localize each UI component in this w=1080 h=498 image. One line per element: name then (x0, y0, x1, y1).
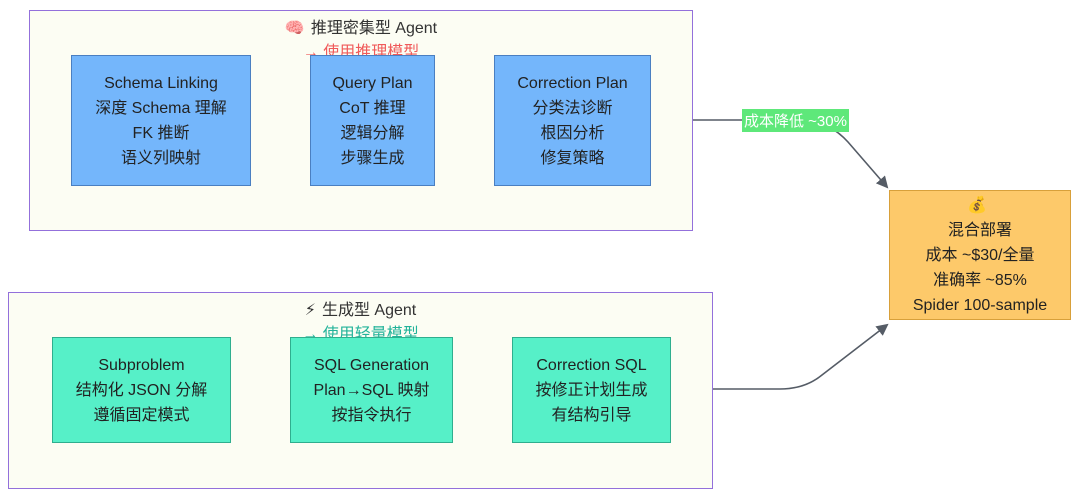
hybrid-deployment-title: 💰混合部署 (948, 193, 1012, 243)
cost-reduction-edge-label: 成本降低 ~30% (742, 109, 849, 132)
lightning-icon: ⚡ (304, 302, 316, 319)
money-bag-icon: 💰 (967, 196, 987, 214)
reasoning-group-title: 🧠推理密集型 Agent (284, 20, 438, 37)
correction-sql-node[interactable]: Correction SQL 按修正计划生成 有结构引导 (512, 337, 671, 443)
query-plan-node[interactable]: Query Plan CoT 推理 逻辑分解 步骤生成 (310, 55, 435, 186)
edge-generation-to-result (713, 323, 889, 390)
correction-plan-node[interactable]: Correction Plan 分类法诊断 根因分析 修复策略 (494, 55, 651, 186)
generation-group-title: ⚡生成型 Agent (304, 302, 417, 319)
subproblem-node[interactable]: Subproblem 结构化 JSON 分解 遵循固定模式 (52, 337, 231, 443)
schema-linking-node[interactable]: Schema Linking 深度 Schema 理解 FK 推断 语义列映射 (71, 55, 251, 186)
hybrid-deployment-node[interactable]: 💰混合部署 成本 ~$30/全量 准确率 ~85% Spider 100-sam… (889, 190, 1071, 320)
sql-generation-node[interactable]: SQL Generation Plan→SQL 映射 按指令执行 (290, 337, 453, 443)
brain-icon: 🧠 (284, 20, 305, 37)
